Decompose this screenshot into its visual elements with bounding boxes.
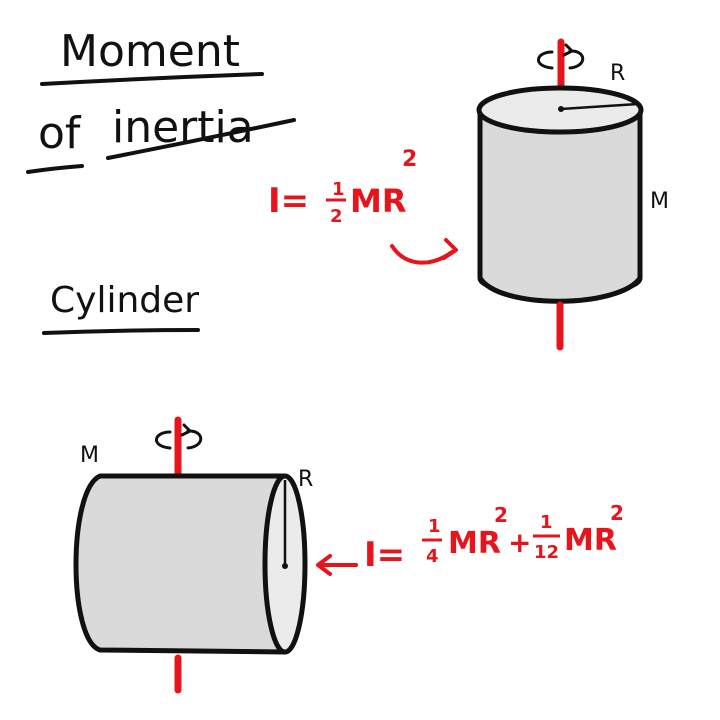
formula2-plus: + [508, 526, 531, 559]
title-line2-inertia: inertia [112, 102, 254, 153]
formula-exponent: 2 [402, 147, 417, 172]
formula-arrow [390, 244, 454, 265]
formula-arrow-head-2 [316, 554, 332, 576]
center-point [558, 106, 564, 112]
rotation-arrow-icon-2 [155, 423, 203, 450]
upright-cylinder-figure: R M [476, 38, 669, 351]
center-point-2 [282, 563, 288, 569]
formula2-frac1-den: 4 [426, 546, 439, 567]
title-underline-of [26, 164, 84, 174]
formula2-exp1: 2 [494, 503, 508, 527]
cylinder-bottom-edge [477, 276, 643, 304]
mass-label: M [650, 189, 669, 214]
formula2-frac2-num: 1 [540, 512, 553, 533]
section-label-underline [42, 328, 200, 335]
formula2-frac2-den: 12 [534, 542, 559, 563]
radius-line [560, 102, 639, 111]
formula-arrow-head [442, 238, 458, 260]
mass-label-2: M [80, 443, 99, 468]
title-line2-of: of [38, 108, 82, 159]
radius-label: R [610, 61, 625, 86]
title-underline-2 [106, 118, 296, 160]
title-underline-1 [40, 72, 264, 86]
sideways-formula: I= 1 4 MR 2 + 1 12 MR 2 [316, 501, 624, 576]
formula2-exp2: 2 [610, 501, 624, 525]
formula2-mr1: MR [448, 526, 501, 561]
formula-mr: MR [350, 182, 406, 220]
title-line1: Moment [60, 26, 240, 77]
upright-formula: I= 1 2 MR 2 [268, 147, 458, 265]
sideways-cylinder-figure: M R [73, 416, 313, 694]
formula2-prefix: I= [364, 535, 405, 575]
rotation-arrow-icon [537, 43, 585, 70]
formula2-frac1-num: 1 [428, 516, 441, 537]
section-label: Cylinder [50, 280, 199, 321]
title-block: Moment of inertia [26, 26, 296, 174]
cylinder-body [477, 109, 643, 297]
section-label-block: Cylinder [42, 280, 200, 335]
formula2-mr2: MR [564, 523, 617, 558]
cylinder-body-2 [73, 473, 288, 655]
formula-frac-num: 1 [332, 179, 345, 200]
formula-prefix: I= [268, 181, 309, 221]
formula-frac-den: 2 [330, 206, 343, 227]
radius-label-2: R [298, 467, 313, 492]
